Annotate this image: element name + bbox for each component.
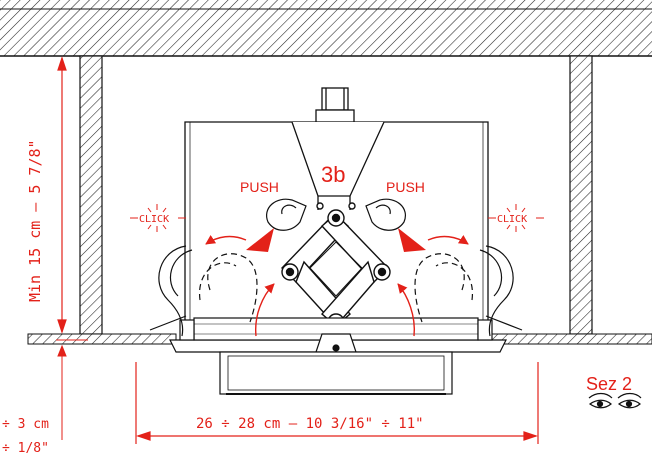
eye-icon (617, 392, 642, 409)
eye-icon (588, 392, 613, 409)
click-burst-icon (488, 204, 544, 232)
right-spring-clip (414, 245, 523, 337)
width-dimension-line (135, 362, 539, 444)
push-label-left: PUSH (240, 179, 279, 195)
thickness-dimension-line (57, 344, 67, 440)
thickness-in-label: ÷ 1/8" (2, 441, 49, 456)
rotate-arrows (205, 235, 469, 337)
hand-push-icon (365, 198, 406, 231)
ceiling-slab (0, 0, 652, 57)
left-wall (79, 55, 103, 335)
push-arrow-left (246, 228, 274, 252)
click-label-left: CLICK (139, 214, 169, 225)
hand-push-icon (266, 198, 307, 231)
push-arrow-right (398, 228, 426, 252)
section-label: Sez 2 (586, 374, 632, 394)
height-dimension-line (56, 56, 88, 341)
step-label: 3b (321, 162, 345, 187)
click-label-right: CLICK (497, 214, 527, 225)
right-wall (569, 55, 593, 335)
width-label: 26 ÷ 28 cm – 10 3/16" ÷ 11" (196, 416, 424, 432)
push-label-right: PUSH (386, 179, 425, 195)
fixture-housing (184, 87, 489, 330)
thickness-cm-label: ÷ 3 cm (2, 417, 49, 432)
height-label: Min 15 cm – 5 7/8" (26, 139, 44, 302)
lamp-body (169, 317, 507, 395)
left-spring-clip (149, 245, 258, 337)
click-burst-icon (130, 204, 186, 232)
